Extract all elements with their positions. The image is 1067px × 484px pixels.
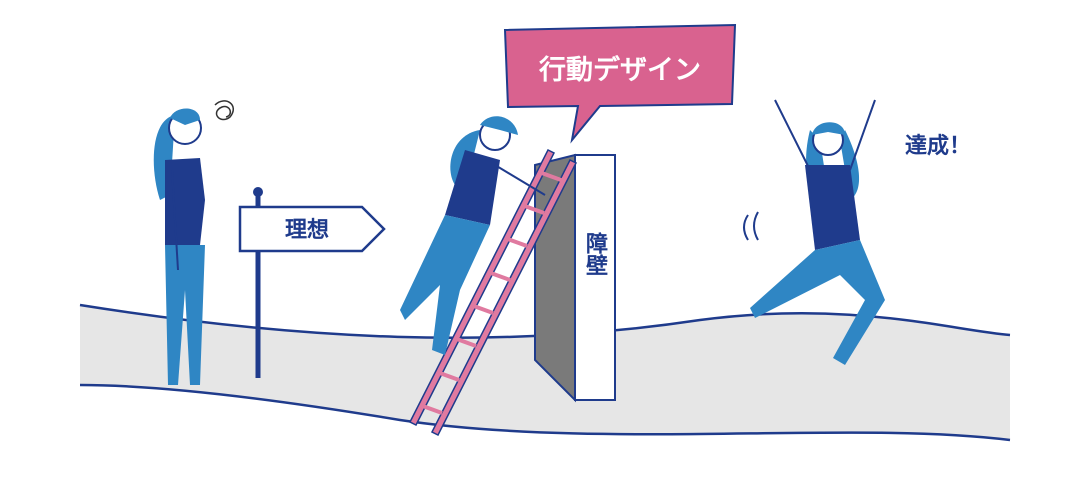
speech-bubble-text: 行動デザイン	[539, 55, 701, 86]
signpost-label: 理想	[284, 218, 329, 243]
woman-celebrating	[743, 99, 885, 365]
signpost	[238, 187, 386, 378]
road-bottom-edge	[79, 383, 1011, 442]
woman-standing	[153, 100, 235, 385]
ladder	[408, 148, 578, 437]
wall	[534, 153, 616, 403]
woman-climbing	[400, 116, 546, 355]
motion-lines-icon	[743, 211, 759, 241]
speech-bubble	[503, 23, 737, 144]
wall-label: 障壁	[582, 232, 607, 276]
achievement-label: 達成！	[905, 134, 972, 159]
road-top-edge	[79, 303, 1011, 339]
scribble-icon	[214, 100, 235, 121]
